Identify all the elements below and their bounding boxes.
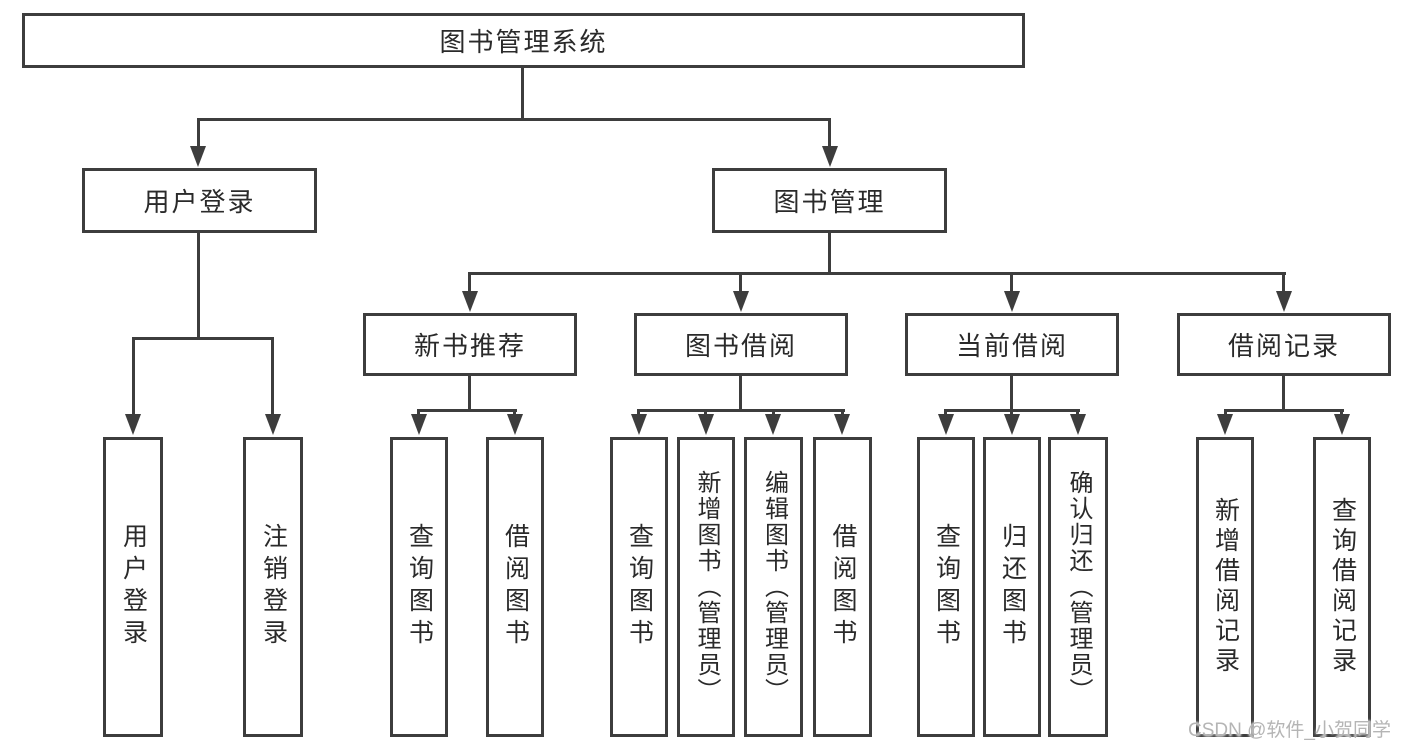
- arrow-down-icon: [631, 414, 647, 435]
- arrow-down-icon: [462, 291, 478, 312]
- arrow-down-icon: [733, 291, 749, 312]
- connector-leaf-stub: [637, 409, 640, 416]
- arrow-down-icon: [938, 414, 954, 435]
- arrow-down-icon: [822, 146, 838, 167]
- connector-leaf-stub: [271, 337, 274, 416]
- leaf-bb-query-books: 查询图书: [610, 437, 668, 737]
- leaf-label: 注销登录: [259, 523, 288, 651]
- node-label: 图书管理: [773, 187, 886, 217]
- connector-bb-down: [739, 376, 742, 411]
- connector-br-down: [1282, 376, 1285, 411]
- connector-book-mgmt-down: [828, 233, 831, 274]
- connector-user-children-horizontal: [132, 337, 274, 340]
- connector-level3-stub: [1282, 272, 1285, 293]
- leaf-label: 借阅图书: [829, 523, 857, 651]
- connector-user-login-stub: [197, 118, 200, 149]
- connector-level3-stub: [1010, 272, 1013, 293]
- leaf-br-add-record: 新增借阅记录: [1196, 437, 1254, 737]
- leaf-logout: 注销登录: [243, 437, 303, 737]
- connector-leaf-stub: [772, 409, 775, 416]
- arrow-down-icon: [1217, 414, 1233, 435]
- node-label: 用户登录: [143, 187, 256, 217]
- csdn-watermark: CSDN @软件_小贺同学: [1188, 720, 1391, 741]
- connector-level3-stub: [468, 272, 471, 293]
- leaf-label: 查询借阅记录: [1328, 497, 1357, 677]
- connector-nb-children-horizontal: [417, 409, 517, 412]
- leaf-label: 编辑图书（管理员）: [760, 470, 788, 704]
- arrow-down-icon: [265, 414, 281, 435]
- connector-level2-horizontal: [197, 118, 831, 121]
- arrow-down-icon: [765, 414, 781, 435]
- arrow-down-icon: [1004, 291, 1020, 312]
- connector-leaf-stub: [1340, 409, 1343, 416]
- arrow-down-icon: [1334, 414, 1350, 435]
- node-book-management: 图书管理: [712, 168, 947, 233]
- leaf-label: 查询图书: [625, 523, 654, 651]
- node-borrow-records: 借阅记录: [1177, 313, 1391, 376]
- arrow-down-icon: [411, 414, 427, 435]
- leaf-bb-add-book-admin: 新增图书（管理员）: [677, 437, 735, 737]
- leaf-cb-return-books: 归还图书: [983, 437, 1041, 737]
- leaf-bb-edit-book-admin: 编辑图书（管理员）: [744, 437, 803, 737]
- arrow-down-icon: [125, 414, 141, 435]
- leaf-user-login: 用户登录: [103, 437, 163, 737]
- connector-root-down: [521, 68, 524, 120]
- connector-user-login-down: [197, 233, 200, 339]
- connector-leaf-stub: [704, 409, 707, 416]
- node-current-borrow: 当前借阅: [905, 313, 1119, 376]
- node-library-management-system: 图书管理系统: [22, 13, 1025, 68]
- node-label: 借阅记录: [1227, 331, 1340, 361]
- leaf-label: 确认归还（管理员）: [1065, 470, 1092, 704]
- arrow-down-icon: [1070, 414, 1086, 435]
- node-label: 图书管理系统: [439, 27, 608, 57]
- connector-level3-stub: [739, 272, 742, 293]
- connector-leaf-stub: [841, 409, 844, 416]
- leaf-bb-borrow-books: 借阅图书: [813, 437, 872, 737]
- node-label: 新书推荐: [413, 331, 526, 361]
- leaf-label: 查询图书: [932, 523, 961, 651]
- connector-leaf-stub: [1076, 409, 1079, 416]
- connector-level3-horizontal: [468, 272, 1286, 275]
- arrow-down-icon: [834, 414, 850, 435]
- arrow-down-icon: [507, 414, 523, 435]
- connector-leaf-stub: [1010, 409, 1013, 416]
- arrow-down-icon: [1004, 414, 1020, 435]
- leaf-label: 查询图书: [405, 523, 434, 651]
- connector-leaf-stub: [132, 337, 135, 416]
- leaf-br-query-record: 查询借阅记录: [1313, 437, 1371, 737]
- leaf-label: 新增借阅记录: [1211, 497, 1240, 677]
- leaf-nb-borrow-books: 借阅图书: [486, 437, 544, 737]
- node-label: 图书借阅: [684, 331, 797, 361]
- node-new-book-recommend: 新书推荐: [363, 313, 577, 376]
- connector-nb-down: [468, 376, 471, 411]
- leaf-cb-confirm-return-admin: 确认归还（管理员）: [1048, 437, 1108, 737]
- connector-leaf-stub: [417, 409, 420, 416]
- leaf-nb-query-books: 查询图书: [390, 437, 448, 737]
- arrow-down-icon: [698, 414, 714, 435]
- arrow-down-icon: [190, 146, 206, 167]
- connector-leaf-stub: [513, 409, 516, 416]
- node-book-borrow: 图书借阅: [634, 313, 848, 376]
- leaf-label: 归还图书: [998, 523, 1027, 651]
- leaf-label: 用户登录: [119, 523, 148, 651]
- connector-leaf-stub: [944, 409, 947, 416]
- connector-cb-down: [1010, 376, 1013, 411]
- leaf-label: 借阅图书: [501, 523, 530, 651]
- connector-book-mgmt-stub: [828, 118, 831, 149]
- node-label: 当前借阅: [955, 331, 1068, 361]
- leaf-cb-query-books: 查询图书: [917, 437, 975, 737]
- arrow-down-icon: [1276, 291, 1292, 312]
- connector-leaf-stub: [1224, 409, 1227, 416]
- connector-bb-children-horizontal: [637, 409, 845, 412]
- leaf-label: 新增图书（管理员）: [693, 470, 720, 704]
- connector-br-children-horizontal: [1224, 409, 1344, 412]
- node-user-login: 用户登录: [82, 168, 317, 233]
